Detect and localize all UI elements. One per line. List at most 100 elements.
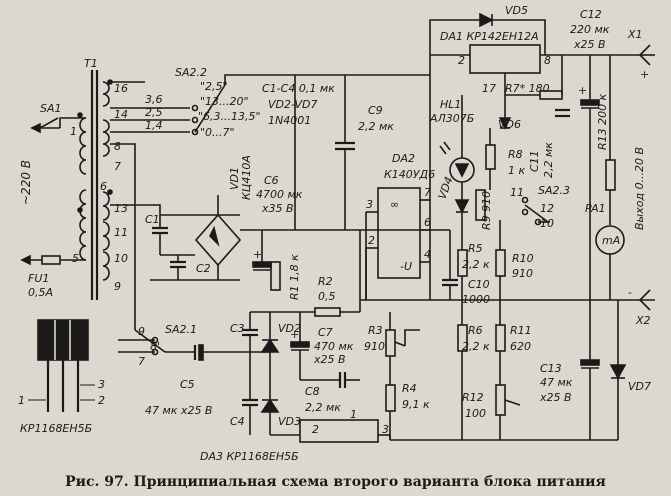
switch-sa23 [521, 196, 550, 226]
pin-1: 1 [70, 125, 77, 138]
label-r3: R3 [368, 324, 383, 337]
label-x2: X2 [635, 314, 651, 327]
label-sa1: SA1 [40, 102, 62, 115]
label-mains: ~220 В [19, 160, 33, 205]
label-c13: C13 [540, 362, 562, 375]
label-r12: R12 [462, 391, 484, 404]
switch-sa21 [118, 300, 166, 356]
chip-da3 [270, 419, 390, 443]
label-r5-value: 2,2 к [462, 258, 490, 271]
pin-9: 9 [114, 280, 121, 293]
label-r10-value: 910 [512, 267, 533, 280]
label-x1: X1 [627, 28, 643, 41]
label-r5: R5 [468, 242, 483, 255]
package-kr1168en5b [28, 319, 95, 412]
pin-da3-2: 2 [312, 423, 319, 436]
circuit-schematic: T1 16 14 8 7 13 11 10 9 1 5 6 SA1 FU1 0,… [18, 4, 655, 463]
note-c1c4: C1-C4 0,1 мк [262, 82, 335, 95]
label-sa23-10: 10 [540, 217, 554, 230]
label-pa1: PA1 [585, 202, 606, 215]
pin-da2-3: 3 [366, 198, 373, 211]
pin-6: 6 [100, 180, 107, 193]
label-c8-value: 2,2 мк [305, 401, 341, 414]
label-sa23-11: 11 [510, 186, 524, 199]
label-c13-value: 47 мк [540, 376, 573, 389]
pin-da2-6: 6 [424, 216, 431, 229]
label-range3: "6,3...13,5" [198, 110, 261, 123]
label-t1: T1 [84, 57, 98, 70]
label-c9: C9 [368, 104, 383, 117]
label-sa21: SA2.1 [165, 323, 197, 336]
label-sa22: SA2.2 [175, 66, 207, 79]
label-hl1: HL1 [440, 98, 461, 111]
pin-14: 14 [114, 108, 128, 121]
label-vd3: VD3 [278, 415, 301, 428]
label-c12: C12 [580, 8, 602, 21]
label-range4: "0...7" [200, 126, 235, 139]
label-c4: C4 [230, 415, 245, 428]
label-c12-voltage: х25 В [573, 38, 606, 51]
pin-16: 16 [114, 82, 128, 95]
label-da2-type: К140УД6 [384, 168, 435, 181]
pin-da1-8: 8 [544, 54, 551, 67]
label-r13: R13 200 к [596, 93, 609, 150]
label-vd7: VD7 [628, 380, 651, 393]
label-vd1-type: КЦ410А [240, 155, 253, 200]
label-r6: R6 [468, 324, 483, 337]
pin-da2-7: 7 [424, 186, 431, 199]
label-r2-value: 0,5 [318, 290, 336, 303]
pin-da1-2: 2 [458, 54, 465, 67]
label-vd5: VD5 [505, 4, 528, 17]
label-ma: mA [602, 234, 620, 247]
pin-da3-3: 3 [382, 423, 389, 436]
label-r4: R4 [402, 382, 417, 395]
pkg-label: КР1168ЕН5Б [20, 422, 92, 435]
label-r2: R2 [318, 275, 333, 288]
pin-8: 8 [114, 140, 121, 153]
x1-plus: + [640, 68, 649, 81]
c7-plus: + [290, 328, 299, 341]
label-r7: R7* 180 [505, 82, 550, 95]
label-c1: C1 [145, 213, 160, 226]
pkg-pin-1: 1 [18, 394, 25, 407]
label-c5: C5 [180, 378, 195, 391]
pin-5: 5 [72, 252, 79, 265]
label-c9-value: 2,2 мк [358, 120, 394, 133]
bridge-vd1 [194, 195, 242, 280]
pin-da2-4: 4 [424, 248, 431, 261]
label-c6-voltage: х35 В [261, 202, 294, 215]
label-hl1-type: АЛ307Б [429, 112, 474, 125]
label-r11-value: 620 [510, 340, 531, 353]
label-r11: R11 [510, 324, 532, 337]
label-c6-value: 4700 мк [256, 188, 303, 201]
label-r3-value: 910 [364, 340, 385, 353]
label-vd1: VD1 [228, 167, 241, 190]
pin-7: 7 [114, 160, 121, 173]
label-c7-voltage: х25 В [313, 353, 346, 366]
label-c11-value: 2,2 мк [542, 142, 555, 178]
da2-inf: ∞ [390, 198, 399, 211]
pkg-pin-3: 3 [98, 378, 105, 391]
label-da2: DA2 [392, 152, 415, 165]
c12-plus: + [578, 84, 587, 97]
pin-da3-1: 1 [350, 408, 357, 421]
label-c2: C2 [196, 262, 211, 275]
switch-sa22 [191, 74, 295, 136]
note-diode: 1N4001 [268, 114, 311, 127]
label-vd4: VD4 [436, 175, 456, 201]
label-sa21-7: 7 [138, 355, 145, 368]
label-tap-14: 1,4 [145, 119, 163, 132]
label-r4-value: 9,1 к [402, 398, 430, 411]
x2-minus: - [628, 286, 632, 299]
label-c3: C3 [230, 322, 245, 335]
label-c8: C8 [305, 385, 320, 398]
label-range2: "13...20" [200, 95, 249, 108]
label-c13-voltage: х25 В [539, 391, 572, 404]
label-r12-value: 100 [465, 407, 486, 420]
pkg-pin-2: 2 [98, 394, 105, 407]
label-fu1-value: 0,5А [28, 286, 53, 299]
label-r10: R10 [512, 252, 534, 265]
label-r9: R9 910 [480, 191, 493, 230]
label-c5-value: 47 мк х25 В [145, 404, 212, 417]
label-c7-value: 470 мк [314, 340, 354, 353]
